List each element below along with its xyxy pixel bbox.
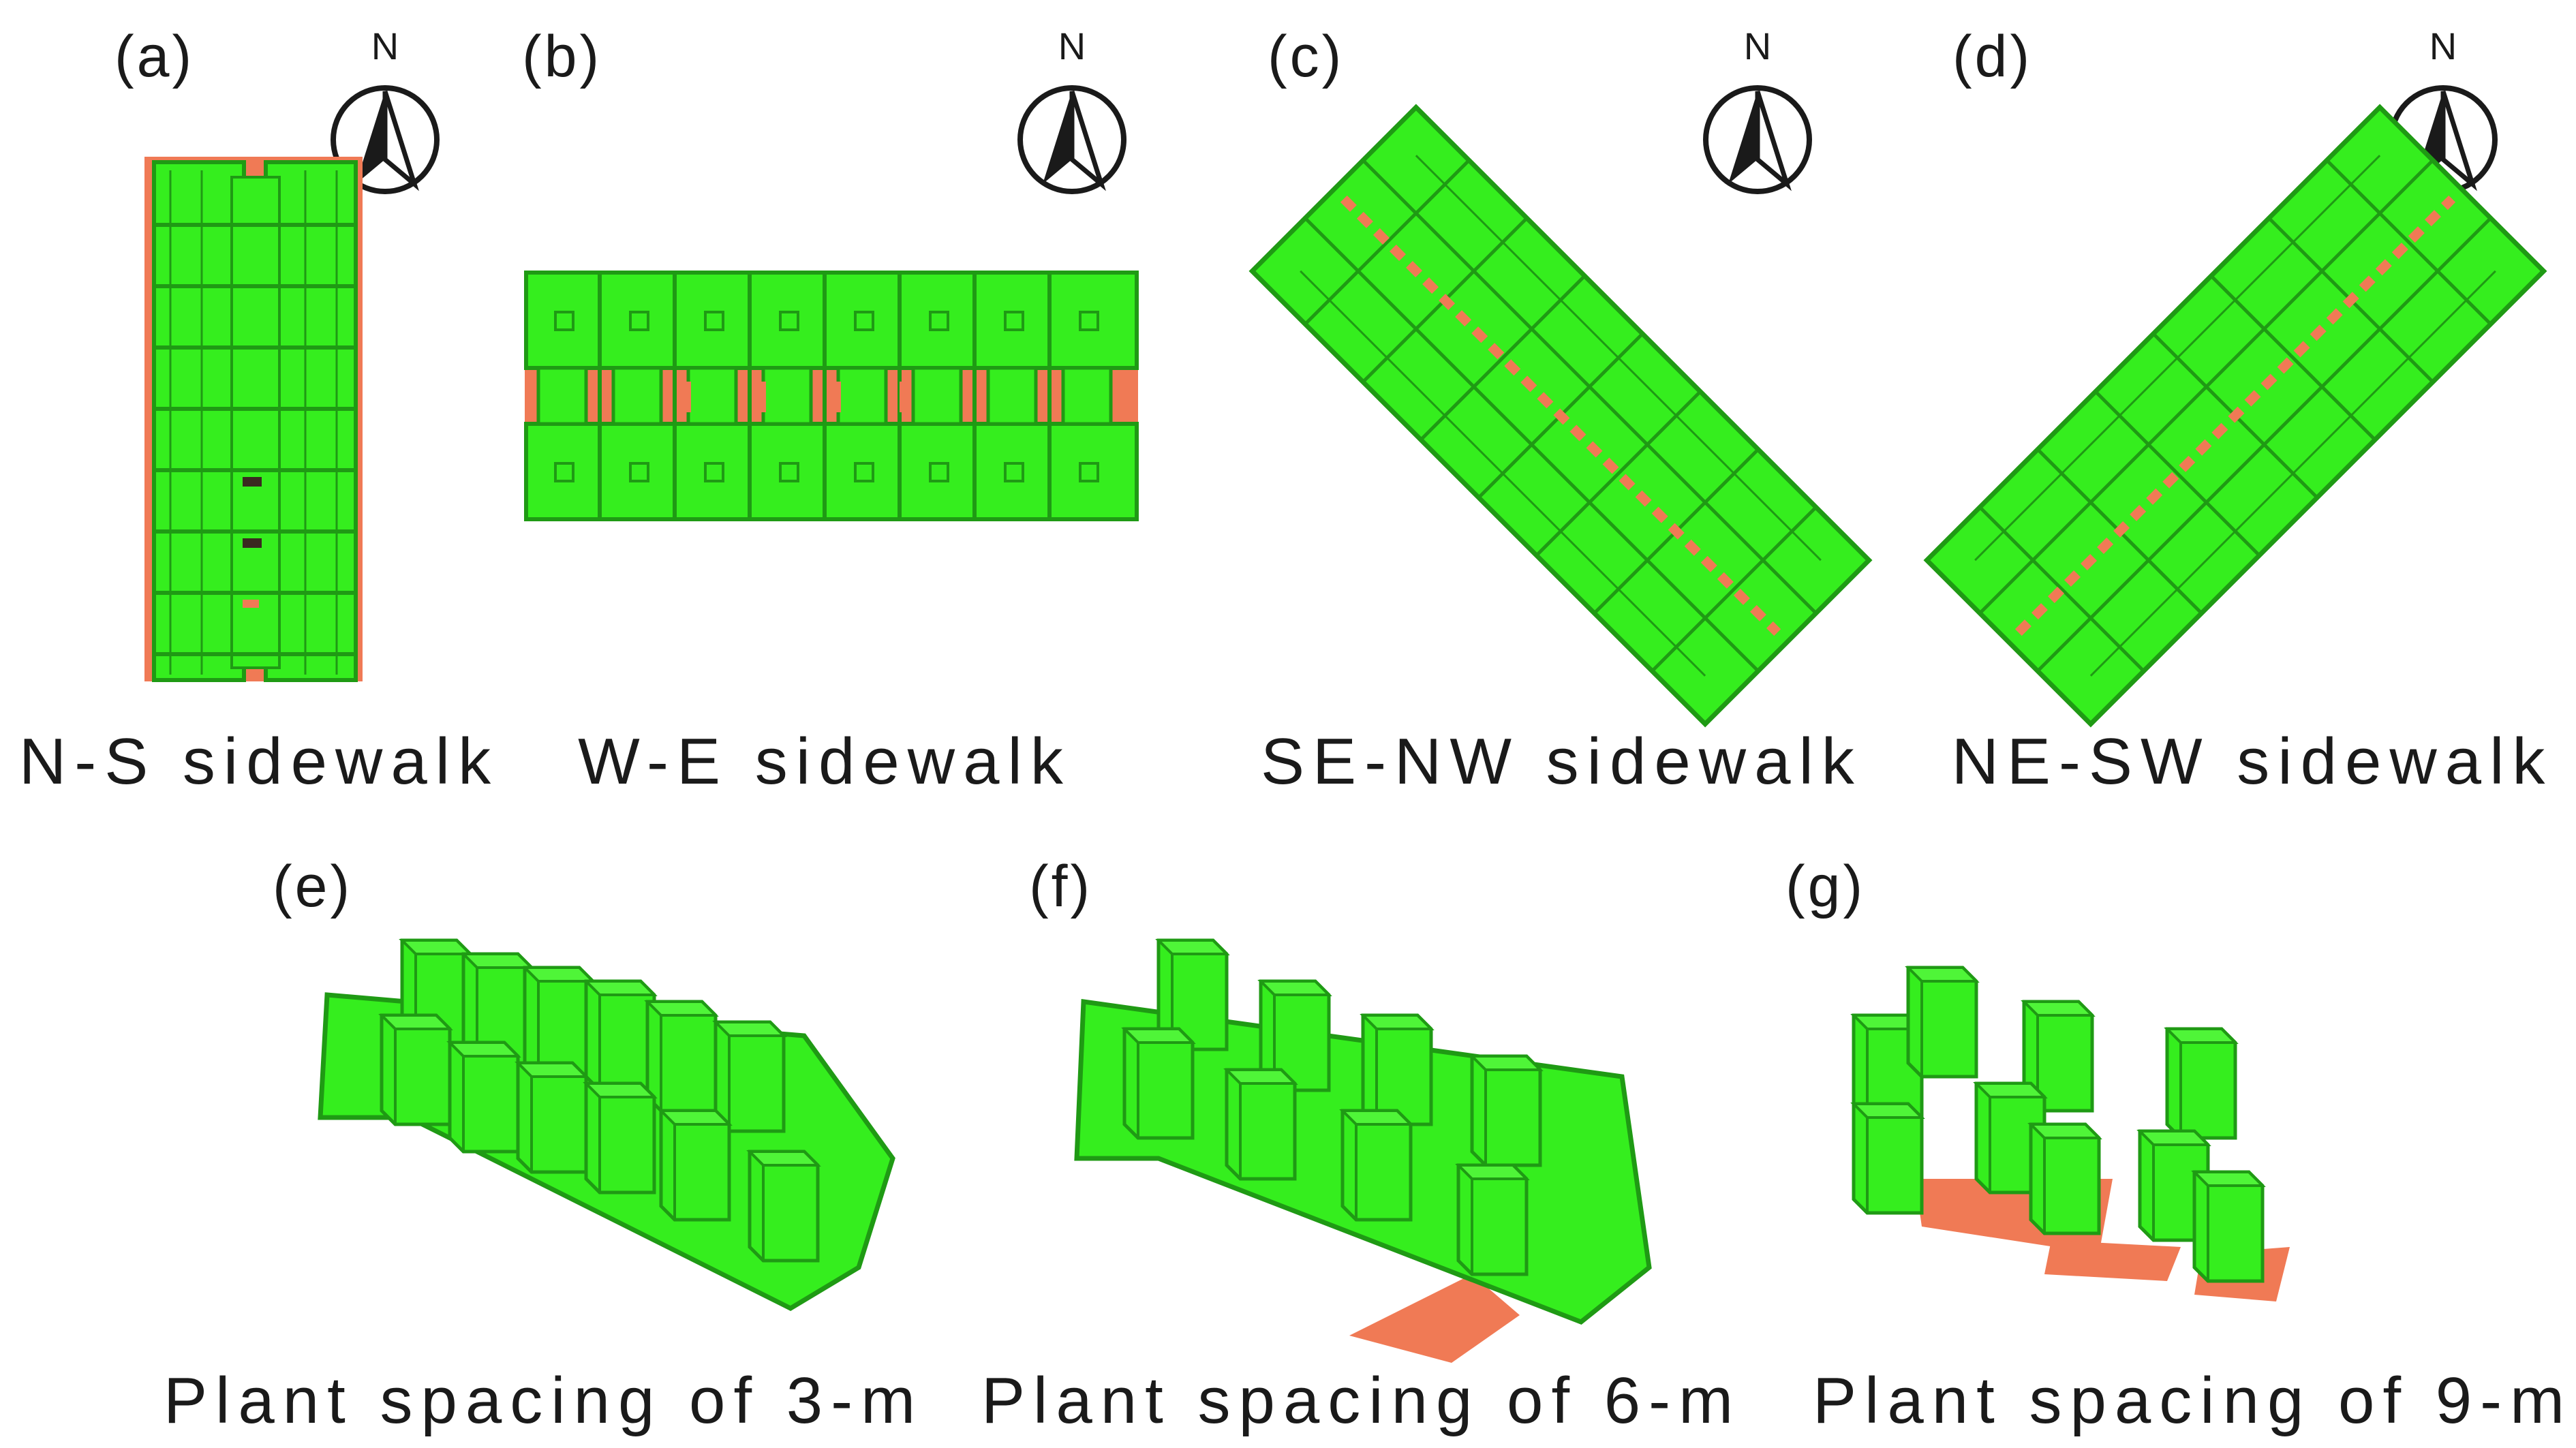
panel-b-canopy — [524, 271, 1139, 521]
panel-d-canopy — [1923, 104, 2547, 728]
panel-a-canopy — [144, 157, 363, 682]
caption-c: SE-NW sidewalk — [1261, 725, 1862, 798]
panel-label-a: (a) — [114, 24, 195, 89]
north-arrow-icon: N — [327, 27, 443, 198]
panel-label-g: (g) — [1785, 854, 1866, 919]
panel-e-canopy — [318, 940, 895, 1311]
caption-b: W-E sidewalk — [578, 725, 1071, 798]
panel-g-canopy — [1854, 968, 2290, 1301]
compass-north-label: N — [371, 25, 399, 67]
panel-label-e: (e) — [273, 854, 353, 919]
panel-label-f: (f) — [1029, 854, 1093, 919]
caption-f: Plant spacing of 6-m — [981, 1364, 1742, 1437]
north-arrow-icon: N — [1700, 27, 1815, 198]
compass-north-label: N — [1058, 25, 1086, 67]
panel-c-canopy — [1248, 104, 1873, 728]
compass-north-label: N — [1743, 25, 1772, 67]
compass-north-label: N — [2429, 25, 2457, 67]
caption-d: NE-SW sidewalk — [1951, 725, 2554, 798]
panel-f-canopy — [1074, 940, 1652, 1363]
panel-label-b: (b) — [522, 24, 602, 89]
caption-g: Plant spacing of 9-m — [1813, 1364, 2573, 1437]
north-arrow-icon: N — [1014, 27, 1130, 198]
panel-label-d: (d) — [1952, 24, 2033, 89]
caption-a: N-S sidewalk — [18, 725, 500, 798]
panel-label-c: (c) — [1268, 24, 1345, 89]
caption-e: Plant spacing of 3-m — [164, 1364, 924, 1437]
